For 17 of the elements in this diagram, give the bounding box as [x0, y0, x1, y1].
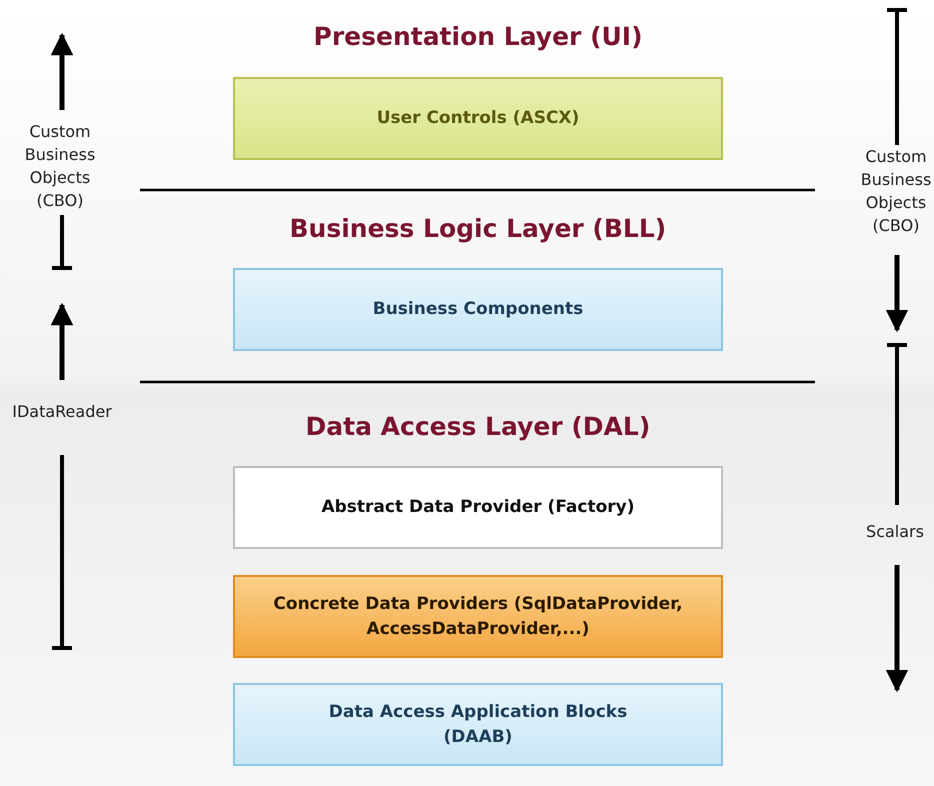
- side-label: Scalars: [865, 521, 925, 543]
- concrete-providers-box: [233, 575, 723, 658]
- application-blocks-box: [233, 683, 723, 766]
- business-components-box: [233, 268, 723, 351]
- box-text: Data Access Application Blocks (DAAB): [328, 700, 628, 748]
- user-controls-box: [233, 77, 723, 160]
- layer-title: Presentation Layer (UI): [314, 22, 643, 51]
- side-label: Custom Business Objects (CBO): [860, 146, 932, 237]
- box-text: User Controls (ASCX): [376, 107, 580, 130]
- side-label: Custom Business Objects (CBO): [24, 121, 96, 212]
- box-text: Business Components: [372, 298, 584, 321]
- box-text: Abstract Data Provider (Factory): [321, 496, 635, 519]
- layer-title: Business Logic Layer (BLL): [290, 214, 666, 243]
- abstract-provider-box: [233, 466, 723, 549]
- box-text: Concrete Data Providers (SqlDataProvider, AccessDataProvider,...): [272, 592, 684, 640]
- layer-title: Data Access Layer (DAL): [306, 412, 650, 441]
- side-label: IDataReader: [11, 401, 113, 423]
